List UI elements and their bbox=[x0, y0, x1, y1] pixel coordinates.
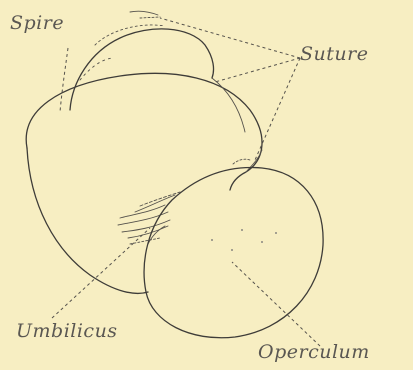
spire-label: Spire bbox=[10, 14, 64, 33]
operculum-shape bbox=[144, 168, 323, 338]
spire-whorl bbox=[70, 11, 214, 110]
suture-leader-2 bbox=[215, 58, 300, 82]
leader-lines bbox=[52, 18, 320, 346]
suture-label: Suture bbox=[300, 45, 368, 64]
operculum-leader bbox=[232, 262, 320, 346]
umbilicus-leader bbox=[52, 228, 150, 318]
umbilicus-label: Umbilicus bbox=[16, 322, 118, 341]
umbilicus-shading bbox=[118, 192, 180, 244]
spire-leader bbox=[60, 48, 68, 112]
suture-leader-1 bbox=[160, 18, 300, 58]
operculum-label: Operculum bbox=[258, 343, 370, 362]
